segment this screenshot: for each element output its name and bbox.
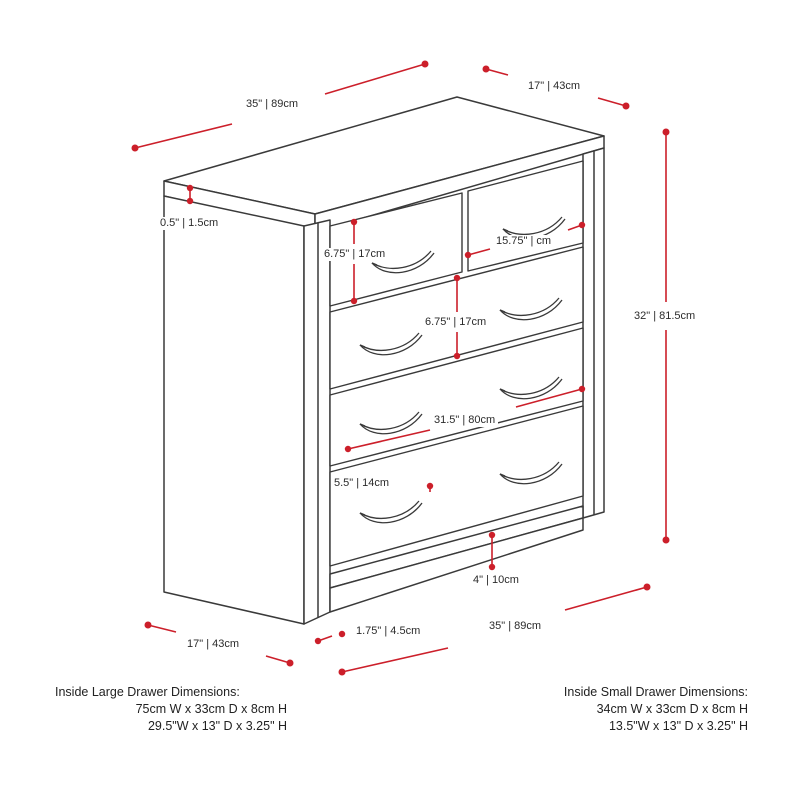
front-frame-left: [303, 219, 331, 625]
small-drawer-width-label: 15.75" | cm: [493, 235, 555, 248]
bottom-drawer-height-label: 5.5" | 14cm: [331, 477, 393, 490]
large-drawer-caption-imperial: 29.5"W x 13" D x 3.25" H: [147, 719, 287, 733]
large-drawer-caption-title: Inside Large Drawer Dimensions:: [55, 685, 240, 699]
bottom-width-label: 35" | 89cm: [486, 620, 545, 633]
drawer-large-3: [329, 405, 584, 567]
side-depth-label: 17" | 43cm: [184, 638, 243, 651]
total-height-label: 32" | 81.5cm: [631, 310, 699, 323]
dimension-lines: [131, 60, 670, 676]
drawers: [329, 160, 584, 567]
large-drawer-width-label: 31.5" | 80cm: [431, 414, 499, 427]
large-drawer-caption: Inside Large Drawer Dimensions: 75cm W x…: [55, 684, 287, 735]
small-drawer-caption-imperial: 13.5"W x 13" D x 3.25" H: [608, 719, 748, 733]
top-depth-label: 17" | 43cm: [525, 80, 584, 93]
top-thickness-label: 0.5" | 1.5cm: [157, 217, 222, 230]
small-drawer-height-label: 6.75" | 17cm: [321, 248, 389, 261]
base-plinth: [329, 517, 584, 613]
small-drawer-caption-title: Inside Small Drawer Dimensions:: [563, 685, 748, 699]
small-drawer-caption-metric: 34cm W x 33cm D x 8cm H: [596, 702, 748, 716]
drawer-small-left: [329, 192, 463, 307]
large-drawer-height-label: 6.75" | 17cm: [422, 316, 490, 329]
top-width-label: 35" | 89cm: [243, 98, 302, 111]
large-drawer-caption-metric: 75cm W x 33cm D x 8cm H: [135, 702, 287, 716]
frame-width-label: 1.75" | 4.5cm: [353, 625, 424, 638]
drawer-large-2: [329, 327, 584, 467]
small-drawer-caption: Inside Small Drawer Dimensions: 34cm W x…: [564, 684, 748, 735]
base-height-label: 4" | 10cm: [470, 574, 522, 587]
dresser-outline: [163, 96, 605, 625]
left-side-panel: [163, 195, 305, 625]
